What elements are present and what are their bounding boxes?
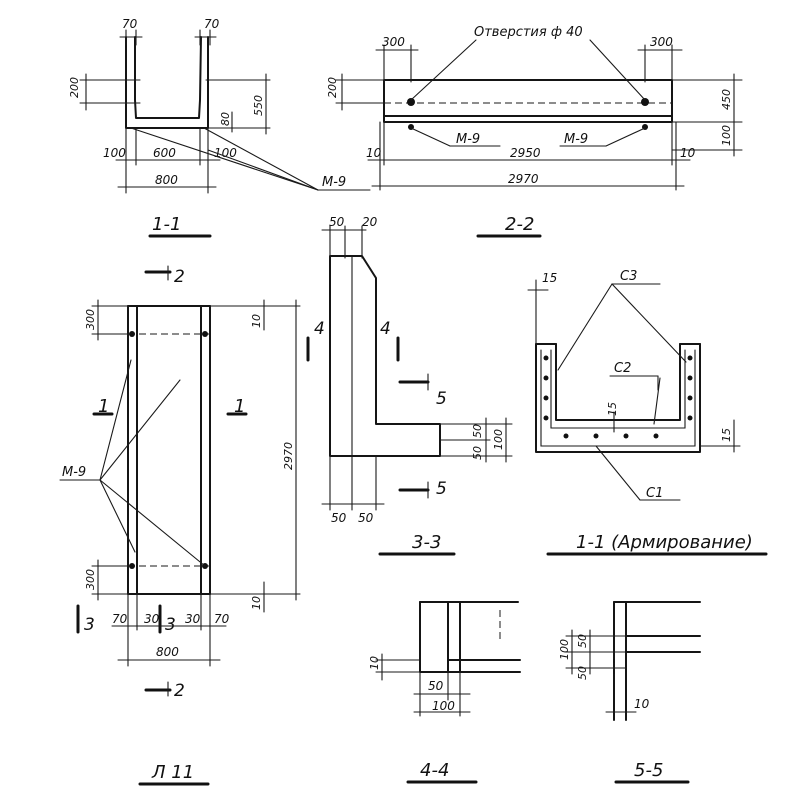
dim-b800: 800 bbox=[155, 173, 178, 187]
plan-m9: M-9 bbox=[62, 465, 86, 480]
title-3-3: 3-3 bbox=[412, 532, 441, 553]
dim-top-right: 70 bbox=[204, 17, 220, 31]
arm-d15-mid: 15 bbox=[606, 402, 619, 416]
section-3-3: 50 20 4 4 5 5 50 50 100 50 50 3-3 bbox=[306, 215, 513, 556]
wall-profile bbox=[329, 255, 441, 457]
title-reinforcement: 1-1 (Армирование) bbox=[576, 532, 753, 553]
dim-h550: 550 bbox=[252, 95, 265, 116]
holes-label: Отверстия ф 40 bbox=[474, 25, 583, 40]
plan-dim-bot10: 10 bbox=[250, 596, 263, 610]
v55-dim-50b: 50 bbox=[576, 666, 589, 680]
dim-v22-l10: 10 bbox=[366, 146, 382, 160]
label-c1: С1 bbox=[646, 486, 663, 501]
v33-dim-s50b: 50 bbox=[471, 446, 484, 460]
dim-v22-h100: 100 bbox=[720, 125, 733, 146]
dim-h200: 200 bbox=[68, 77, 81, 98]
arm-d15-top: 15 bbox=[542, 271, 557, 285]
v33-dim-s100: 100 bbox=[492, 429, 505, 450]
detail-4-4-outline bbox=[419, 601, 521, 673]
m9-right: M-9 bbox=[564, 132, 588, 147]
section-1-1: 70 70 200 550 80 100 600 100 800 M-9 1-1 bbox=[68, 17, 371, 238]
dim-v22-r10: 10 bbox=[680, 146, 696, 160]
label-c3: С3 bbox=[620, 269, 637, 284]
dim-b100-right: 100 bbox=[214, 146, 237, 160]
rebar-c3 bbox=[550, 349, 686, 429]
trough-inner-outline bbox=[134, 36, 202, 119]
v55-dim-10: 10 bbox=[634, 697, 650, 711]
m9-left: M-9 bbox=[456, 132, 480, 147]
v44-dim-100: 100 bbox=[432, 699, 455, 713]
v33-cut4-right: 4 bbox=[380, 319, 391, 339]
dim-top-left-300: 300 bbox=[382, 35, 405, 49]
title-4-4: 4-4 bbox=[420, 760, 449, 781]
v33-cut5-bottom: 5 bbox=[436, 479, 447, 499]
plan-dim-w800: 800 bbox=[156, 645, 179, 659]
rebar-section-outline bbox=[535, 343, 701, 453]
plan-dim-bot300: 300 bbox=[84, 569, 97, 590]
reinforcement-view: С3 С2 С1 15 15 15 1-1 (Армирование) bbox=[527, 269, 768, 556]
v33-dim-b50a: 50 bbox=[331, 511, 347, 525]
section-marker-3-mid: 3 bbox=[165, 615, 176, 635]
v33-dim-t50: 50 bbox=[329, 215, 345, 229]
beam-outline bbox=[383, 79, 673, 123]
plan-view: 2 2 1 1 M-9 2970 10 10 300 300 bbox=[59, 265, 301, 786]
v33-cut5-top: 5 bbox=[436, 389, 447, 409]
section-marker-2-top: 2 bbox=[174, 267, 185, 287]
section-marker-3-left: 3 bbox=[84, 615, 95, 635]
v44-dim-50: 50 bbox=[428, 679, 444, 693]
section-4-4: 10 50 100 4-4 bbox=[368, 601, 521, 784]
callout-m9: M-9 bbox=[322, 175, 346, 190]
title-5-5: 5-5 bbox=[634, 760, 663, 781]
title-2-2: 2-2 bbox=[505, 214, 534, 235]
plan-dim-top10: 10 bbox=[250, 314, 263, 328]
trough-outline bbox=[125, 36, 209, 129]
section-marker-1-right: 1 bbox=[234, 396, 245, 417]
plan-dim-w30r: 30 bbox=[185, 612, 201, 626]
v33-dim-s50a: 50 bbox=[471, 424, 484, 438]
v55-dim-50: 50 bbox=[576, 634, 589, 648]
label-c2: С2 bbox=[614, 361, 631, 376]
section-marker-1-left: 1 bbox=[98, 396, 109, 417]
hole-left bbox=[407, 98, 415, 106]
dim-v22-2970: 2970 bbox=[508, 172, 539, 186]
dim-top-left: 70 bbox=[122, 17, 138, 31]
v33-cut4-left: 4 bbox=[314, 319, 325, 339]
title-1-1: 1-1 bbox=[152, 214, 181, 235]
section-5-5: 50 100 50 10 5-5 bbox=[558, 601, 701, 784]
dim-v22-2950: 2950 bbox=[510, 146, 541, 160]
v33-dim-t20: 20 bbox=[362, 215, 378, 229]
plan-dim-w70r: 70 bbox=[214, 612, 230, 626]
arm-d15-right: 15 bbox=[720, 428, 733, 442]
dim-h80: 80 bbox=[219, 112, 232, 126]
dim-v22-h200: 200 bbox=[326, 77, 339, 98]
rebar-c1 bbox=[540, 349, 696, 447]
v33-dim-b50b: 50 bbox=[358, 511, 374, 525]
dim-b100-left: 100 bbox=[103, 146, 126, 160]
v55-dim-100: 100 bbox=[558, 639, 571, 660]
dim-b600: 600 bbox=[153, 146, 176, 160]
plan-dim-w70l: 70 bbox=[112, 612, 128, 626]
v44-dim-10: 10 bbox=[368, 656, 381, 670]
dim-v22-h450: 450 bbox=[720, 89, 733, 110]
plan-dim-top300: 300 bbox=[84, 309, 97, 330]
rebar-c2 bbox=[653, 377, 661, 425]
section-2-2: Отверстия ф 40 300 300 200 450 100 10 10… bbox=[326, 25, 743, 238]
title-plan: Л 11 bbox=[151, 762, 194, 783]
plan-dim-2970: 2970 bbox=[282, 442, 295, 470]
plan-dim-w30l: 30 bbox=[144, 612, 160, 626]
dim-top-right-300: 300 bbox=[650, 35, 673, 49]
hole-right bbox=[641, 98, 649, 106]
section-marker-2-bottom: 2 bbox=[174, 681, 185, 701]
